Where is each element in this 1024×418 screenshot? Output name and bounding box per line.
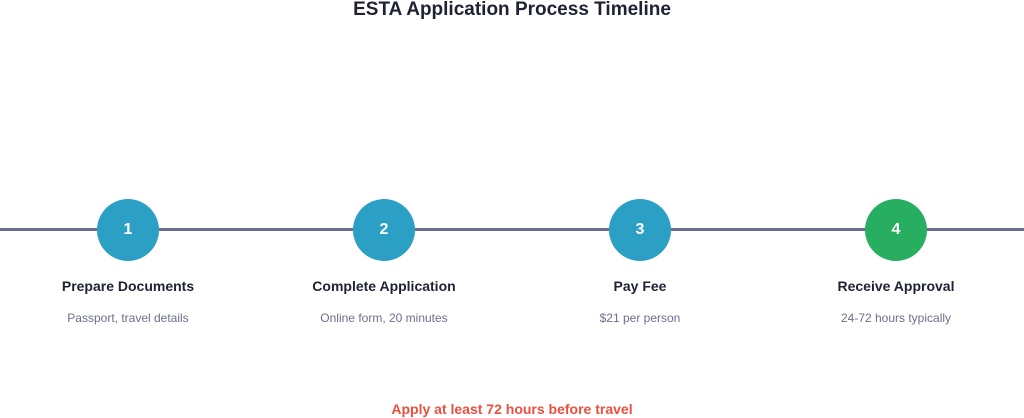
step-number: 3 [635, 221, 645, 238]
timeline-line [0, 228, 1024, 231]
step-title: Receive Approval [837, 278, 955, 294]
timing-note: Apply at least 72 hours before travel [391, 401, 633, 417]
step-description: 24-72 hours typically [840, 311, 952, 325]
step-marker-2: 2 [353, 199, 415, 261]
step-description: Online form, 20 minutes [320, 311, 448, 325]
step-number: 1 [123, 221, 133, 238]
step-title: Prepare Documents [61, 278, 195, 294]
step-title: Complete Application [312, 278, 456, 294]
timeline-step-3: 3 Pay Fee $21 per person [512, 0, 768, 418]
timeline-step-2: 2 Complete Application Online form, 20 m… [256, 0, 512, 418]
step-marker-4: 4 [865, 199, 927, 261]
step-number: 2 [379, 221, 389, 238]
step-number: 4 [891, 221, 901, 238]
step-description: $21 per person [599, 311, 681, 325]
step-description: Passport, travel details [67, 311, 189, 325]
step-marker-1: 1 [97, 199, 159, 261]
timeline-step-4: 4 Receive Approval 24-72 hours typically [768, 0, 1024, 418]
timeline-step-1: 1 Prepare Documents Passport, travel det… [0, 0, 256, 418]
step-marker-3: 3 [609, 199, 671, 261]
diagram-title: ESTA Application Process Timeline [353, 0, 671, 20]
step-title: Pay Fee [613, 278, 667, 294]
